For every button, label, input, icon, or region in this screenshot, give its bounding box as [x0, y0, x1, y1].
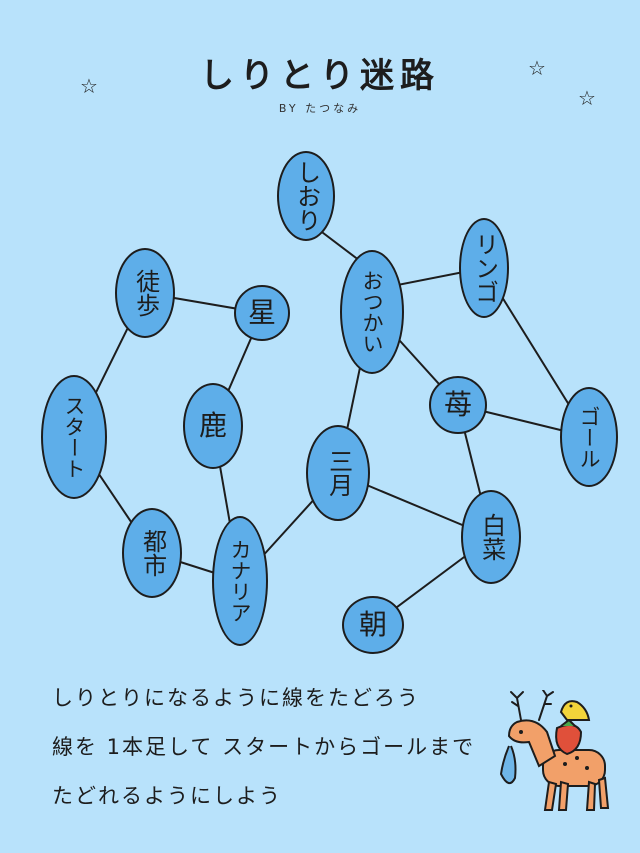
star-icon: ☆ — [578, 86, 596, 110]
author-byline: BY たつなみ — [278, 102, 362, 115]
bird-icon — [559, 700, 591, 721]
node-goal: ゴール — [560, 387, 618, 487]
node-asa: 朝 — [342, 596, 404, 654]
node-okozukai: おつかい — [340, 250, 404, 374]
deer-spot — [563, 762, 567, 766]
star-icon: ☆ — [528, 56, 546, 80]
deer-eye — [519, 730, 523, 734]
node-shiori: しおり — [277, 151, 335, 241]
node-hakusai: 白菜 — [461, 490, 521, 584]
deer-spot — [585, 766, 589, 770]
star-icon: ☆ — [80, 74, 98, 98]
node-shika: 鹿 — [183, 383, 243, 469]
instruction-line-2: 線を 1本足して スタートからゴールまで — [52, 735, 476, 759]
node-kanaria: カナリア — [212, 516, 268, 646]
instruction-line-1: しりとりになるように線をたどろう — [52, 686, 420, 710]
node-hoshi: 星 — [234, 285, 290, 341]
node-tohofu: 徒歩 — [115, 248, 175, 338]
deer-spot — [575, 756, 579, 760]
deer-illustration — [499, 690, 610, 811]
node-ichigo: 苺 — [429, 376, 487, 434]
node-ringo: リンゴ — [459, 218, 509, 318]
node-sangatsu: 三月 — [306, 425, 370, 521]
node-toshi: 都市 — [122, 508, 182, 598]
page-title: しりとり迷路 — [200, 56, 440, 96]
node-start: スタート — [41, 375, 107, 499]
shopping-bag-icon — [499, 745, 517, 785]
instruction-line-3: たどれるようにしよう — [52, 784, 282, 808]
